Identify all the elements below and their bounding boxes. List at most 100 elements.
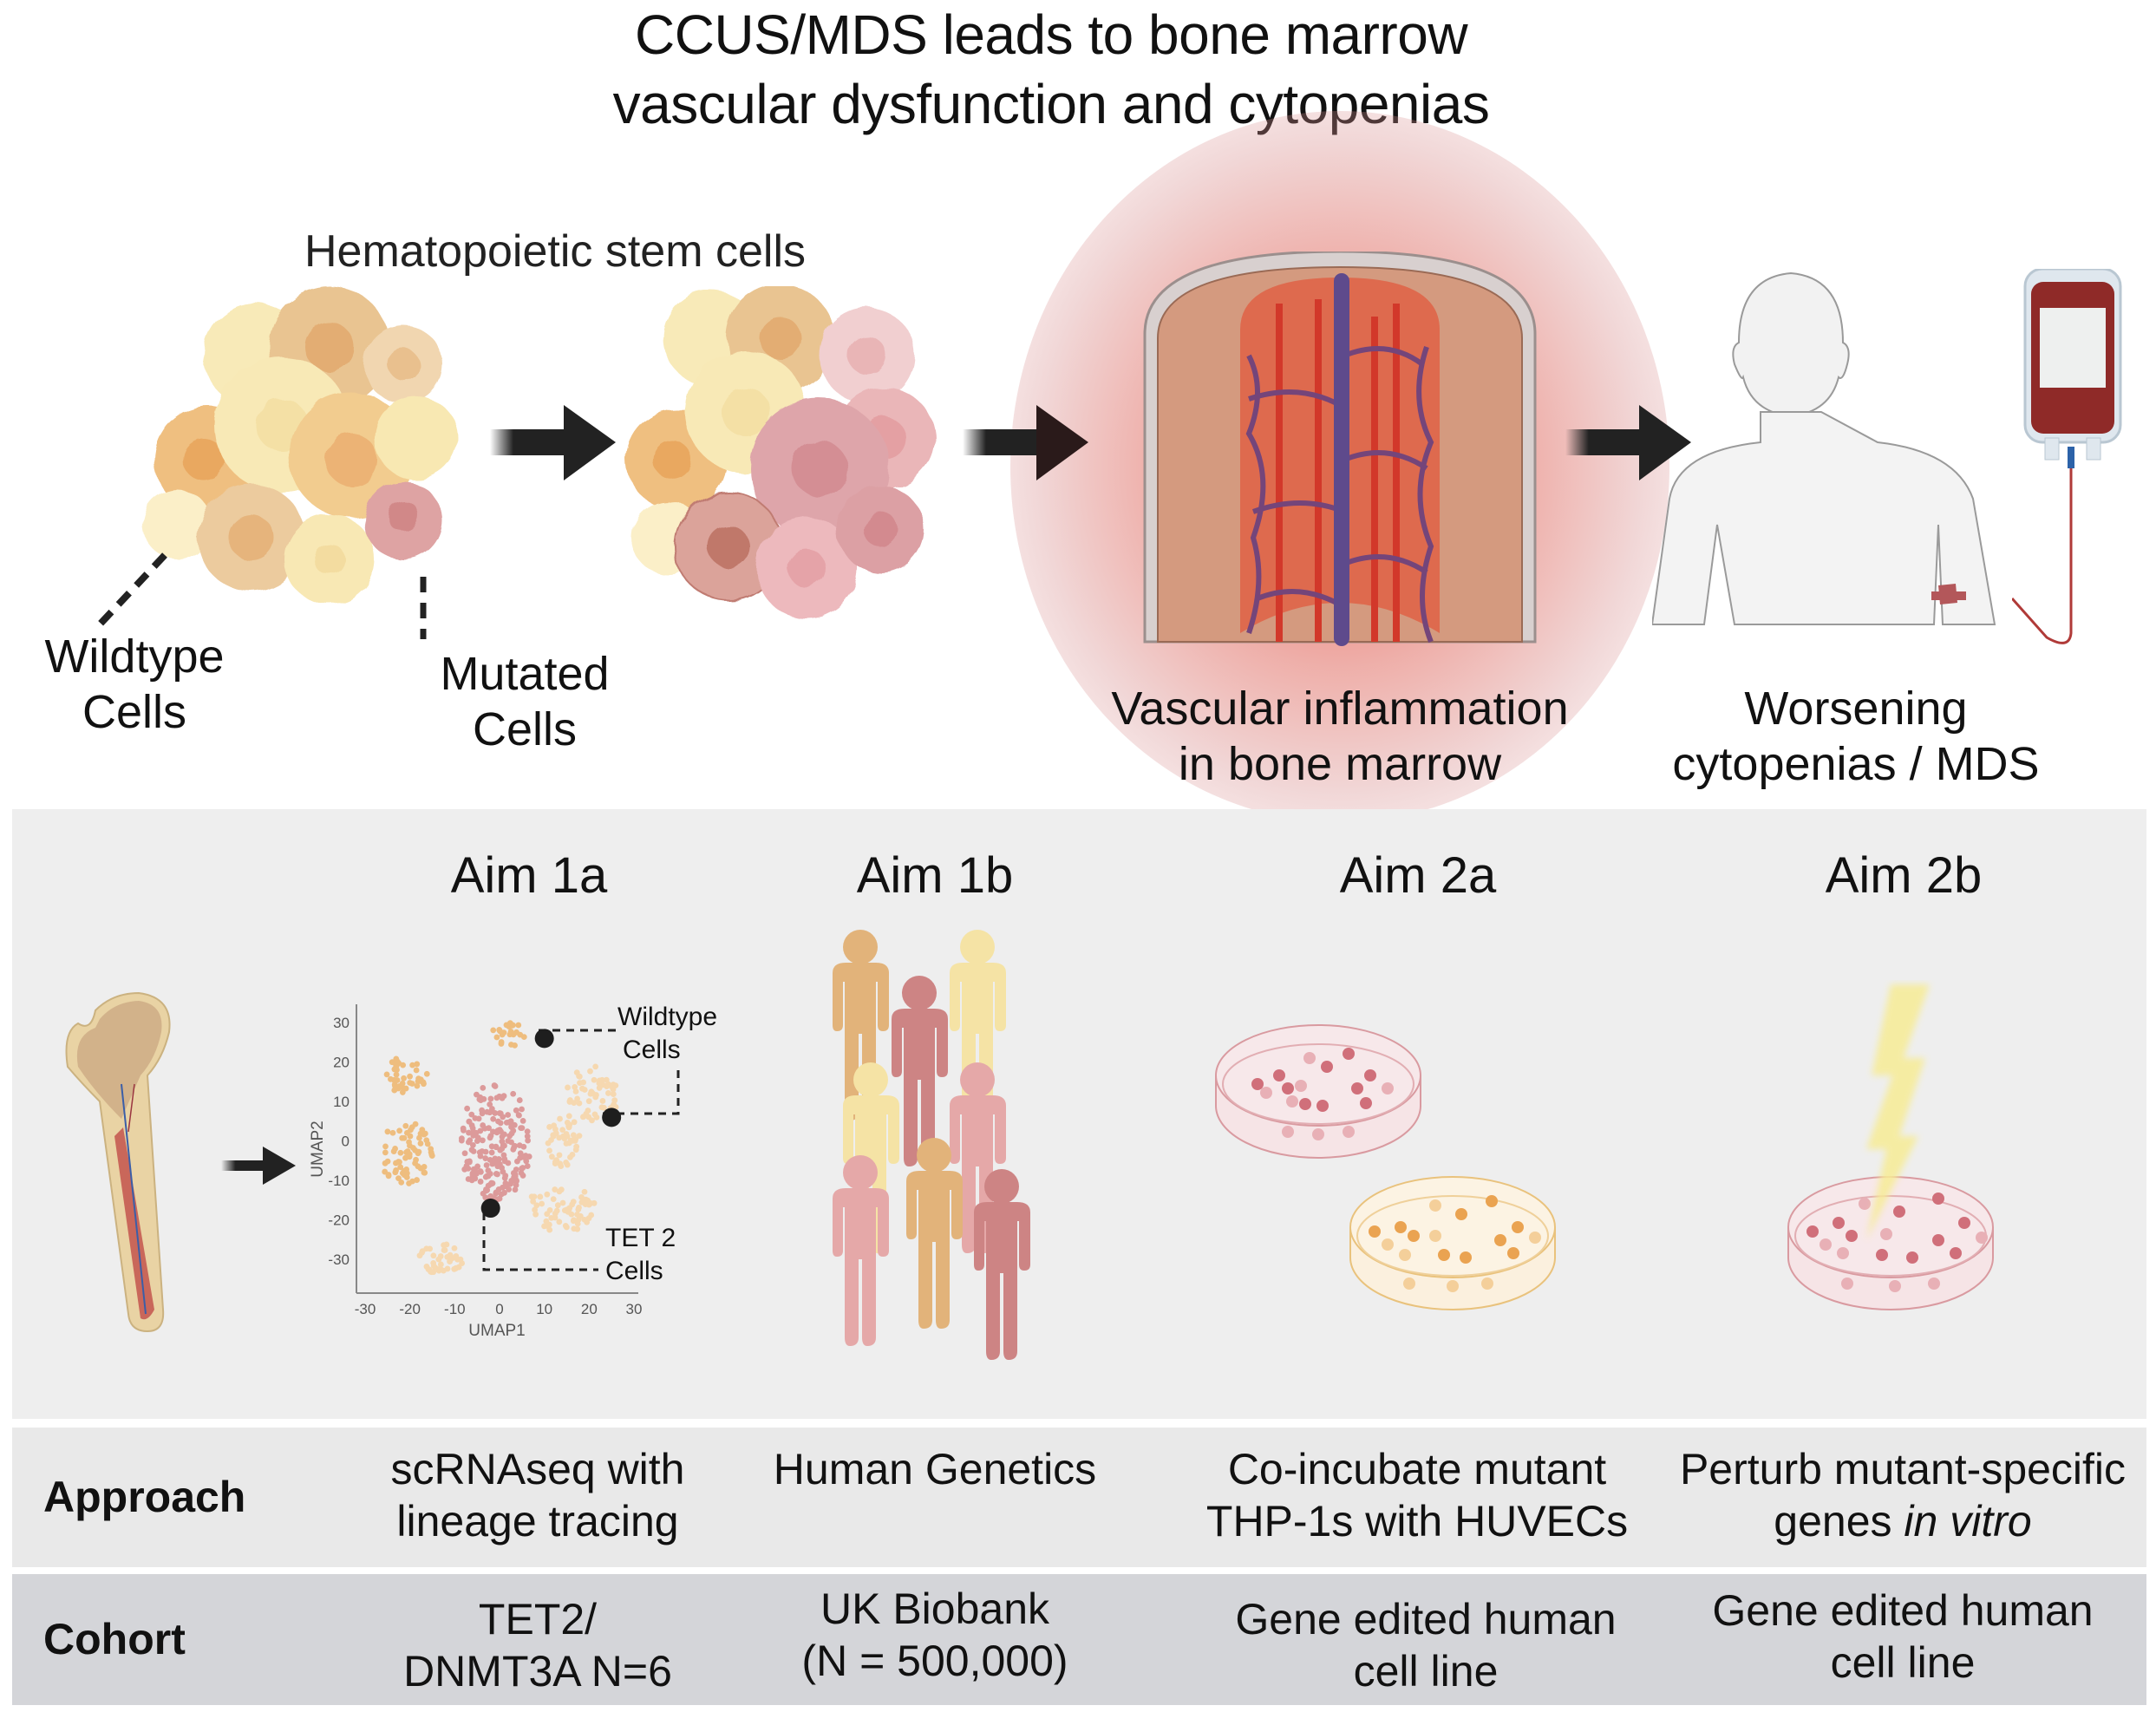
umap-point-tet2: [508, 1139, 514, 1146]
umap-point-tet2: [511, 1121, 518, 1128]
wildtype-hsc-cluster-icon: [143, 286, 458, 604]
umap-point-wildtype-a: [421, 1081, 427, 1088]
umap-point-light-c: [530, 1198, 537, 1205]
umap-point-wildtype-c: [506, 1031, 513, 1038]
umap-point-light-a: [572, 1084, 578, 1090]
umap-point-tet2: [481, 1125, 488, 1132]
umap-point-light-b: [565, 1113, 572, 1120]
umap-point-tet2: [490, 1128, 496, 1135]
umap-point-light-d: [430, 1252, 437, 1259]
umap-point-tet2: [494, 1163, 501, 1170]
approach-row-label: Approach: [43, 1473, 246, 1521]
umap-point-tet2: [458, 1135, 465, 1142]
umap-point-light-b: [572, 1137, 578, 1144]
umap-point-light-a: [599, 1098, 606, 1104]
aim-2a-cohort: Gene edited human cell line: [1192, 1593, 1660, 1697]
aim-2a-approach-line2: THP-1s with HUVECs: [1205, 1497, 1629, 1545]
aim-1b-cohort: UK Biobank (N = 500,000): [744, 1583, 1126, 1687]
aim-2b-title: Aim 2b: [1825, 847, 1983, 904]
umap-point-wildtype-b: [393, 1167, 399, 1173]
umap-point-tet2: [495, 1118, 501, 1125]
umap-point-light-b: [558, 1163, 565, 1170]
bone-marrow-vasculature-icon: [1143, 252, 1537, 646]
umap-point-wildtype-c: [493, 1034, 500, 1041]
umap-point-light-d: [447, 1251, 454, 1258]
umap-point-light-b: [567, 1153, 573, 1160]
umap-point-tet2: [499, 1095, 506, 1101]
mutant-expanded-hsc-cluster-icon: [626, 286, 935, 618]
umap-point-light-a: [566, 1098, 573, 1105]
umap-tet2-label-1: TET 2: [605, 1224, 676, 1252]
umap-point-light-a: [574, 1095, 581, 1102]
mutated-cells-label: Mutated Cells: [403, 646, 646, 757]
umap-point-tet2: [476, 1149, 483, 1156]
umap-point-light-a: [592, 1063, 599, 1070]
umap-point-tet2: [511, 1174, 517, 1180]
umap-point-light-c: [533, 1202, 540, 1209]
umap-point-wildtype-b: [421, 1130, 428, 1137]
umap-point-wildtype-a: [395, 1060, 402, 1067]
vascular-inflammation-label: Vascular inflammation in bone marrow: [1028, 681, 1652, 792]
umap-point-tet2: [460, 1125, 467, 1132]
umap-point-wildtype-b: [423, 1137, 430, 1144]
umap-point-tet2: [498, 1191, 505, 1198]
umap-point-light-a: [589, 1117, 595, 1124]
umap-point-wildtype-a: [423, 1070, 430, 1077]
umap-point-tet2: [466, 1129, 472, 1136]
wildtype-pointer-line: [97, 552, 167, 627]
umap-point-light-d: [432, 1264, 439, 1271]
umap-point-wildtype-b: [384, 1158, 391, 1165]
mutated-label-line1: Mutated: [440, 648, 610, 700]
umap-point-tet2: [519, 1165, 525, 1172]
umap-point-tet2: [524, 1133, 531, 1140]
umap-point-light-c: [544, 1191, 551, 1198]
umap-point-tet2: [477, 1179, 484, 1185]
aim-2b-approach: Perturb mutant-specific genes in vitro: [1660, 1443, 2146, 1547]
umap-point-tet2: [474, 1163, 481, 1170]
umap-point-light-d: [459, 1260, 466, 1266]
umap-y-tick: -20: [328, 1212, 350, 1229]
umap-point-light-a: [588, 1088, 595, 1095]
petri-dish-perturbation-icon: [1787, 984, 1994, 1310]
umap-point-wildtype-c: [520, 1034, 527, 1041]
figure-title: CCUS/MDS leads to bone marrow vascular d…: [0, 0, 2102, 139]
umap-point-light-c: [556, 1219, 563, 1225]
umap-point-light-d: [416, 1252, 423, 1259]
umap-point-light-c: [548, 1214, 555, 1221]
aim-1a-cohort-line1: TET2/: [478, 1595, 598, 1643]
umap-y-tick: 30: [333, 1015, 350, 1031]
umap-point-tet2: [477, 1097, 484, 1104]
umap-point-tet2: [495, 1186, 502, 1193]
umap-point-wildtype-b: [417, 1140, 424, 1147]
umap-point-tet2: [519, 1118, 526, 1124]
umap-point-wildtype-a: [408, 1081, 415, 1087]
umap-point-light-a: [591, 1111, 598, 1118]
aim-1a-cohort-line2: DNMT3A N=6: [403, 1647, 672, 1696]
umap-point-light-c: [546, 1226, 553, 1233]
umap-x-tick: 0: [495, 1301, 503, 1317]
umap-point-wildtype-a: [414, 1061, 421, 1068]
umap-point-light-a: [581, 1087, 588, 1093]
umap-point-tet2: [518, 1125, 525, 1132]
arrow-right-icon: [1565, 405, 1691, 480]
aim-2b-approach-line2: genes in vitro: [1660, 1495, 2146, 1547]
umap-point-light-b: [561, 1135, 568, 1142]
umap-point-tet2: [464, 1105, 471, 1112]
umap-x-tick: -10: [444, 1301, 466, 1317]
umap-point-light-c: [544, 1211, 551, 1218]
hsc-label: Hematopoietic stem cells: [304, 226, 806, 277]
umap-point-tet2: [510, 1090, 517, 1097]
umap-point-wildtype-b: [384, 1128, 391, 1135]
umap-annotation-marker: [534, 1029, 554, 1049]
aim-1b-title: Aim 1b: [856, 847, 1014, 904]
wildtype-label-line2: Cells: [82, 686, 187, 738]
umap-point-wildtype-b: [397, 1149, 404, 1156]
umap-point-light-b: [546, 1147, 552, 1154]
umap-point-wildtype-a: [383, 1071, 390, 1078]
aim-1a-title: Aim 1a: [450, 847, 608, 904]
umap-point-light-c: [581, 1188, 588, 1195]
umap-point-light-a: [572, 1088, 579, 1095]
aim-2b-approach-genes: genes: [1774, 1497, 1904, 1545]
umap-point-tet2: [467, 1158, 473, 1165]
umap-point-light-a: [611, 1097, 618, 1104]
